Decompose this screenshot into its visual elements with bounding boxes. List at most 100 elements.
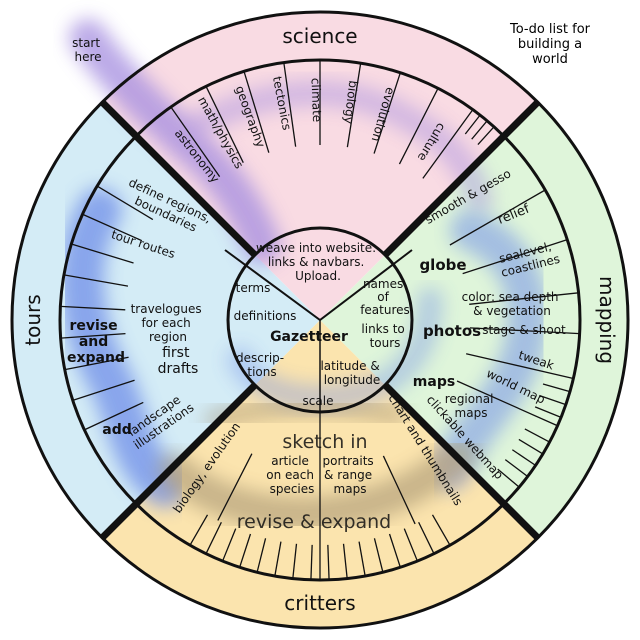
travelogues-label: travelogues for each region <box>131 302 206 344</box>
terms-label: terms <box>236 281 271 295</box>
tours-line <box>60 332 126 339</box>
start-here-label: start here <box>72 36 104 64</box>
mapping-tick <box>511 449 536 466</box>
regional-maps-label: regional maps <box>445 392 497 420</box>
critters-tick <box>342 543 348 579</box>
science-item-climate: climate <box>309 78 325 123</box>
mapping-separator <box>449 189 546 246</box>
purple-progress-path <box>69 19 281 264</box>
tours-line <box>60 305 126 311</box>
latitude-longitude-label: latitude & longitude <box>320 359 383 387</box>
brown-progress-path <box>158 438 477 532</box>
tours-line <box>64 356 129 371</box>
science-tick <box>477 126 495 146</box>
critters-tick <box>221 528 237 562</box>
weave-website-label: weave into website: links & navbars. Upl… <box>256 241 380 283</box>
critters-tick <box>418 521 435 554</box>
science-separator <box>346 63 362 148</box>
critters-tick <box>431 514 451 546</box>
critters-tick <box>256 538 267 573</box>
critters-tick <box>310 544 313 580</box>
mapping-separator <box>456 380 558 427</box>
first-drafts-label: first drafts <box>158 345 199 377</box>
links-tours-label: links to tours <box>361 322 408 350</box>
descriptions-label: descrip- tions <box>236 351 288 379</box>
portraits-maps-label: portraits & range maps <box>322 454 377 496</box>
critters-tick <box>292 543 298 579</box>
sector-divider <box>99 382 258 541</box>
tours-line <box>63 274 129 287</box>
mapping-label: mapping <box>595 276 619 364</box>
sector-divider <box>99 99 258 258</box>
sector-divider <box>382 382 541 541</box>
gazetteer-hub: weave into website: links & navbars. Upl… <box>234 241 410 408</box>
mapping-separator <box>469 327 580 335</box>
tours-line <box>71 243 134 264</box>
science-item-biology: biology <box>341 80 360 125</box>
science-separator <box>283 62 297 147</box>
mapping-separator <box>466 353 574 380</box>
science-separator <box>422 109 474 179</box>
article-species-label: article on each species <box>266 454 318 496</box>
stage-shoot-label: stage & shoot <box>482 323 566 337</box>
scale-label: scale <box>303 394 334 408</box>
revise-expand-label: revise & expand <box>237 511 392 533</box>
critters-tick <box>373 538 384 573</box>
add-label: add <box>102 422 132 438</box>
definitions-label: definitions <box>234 309 297 323</box>
tours-line <box>72 379 135 401</box>
critters-separator <box>217 453 253 521</box>
science-separator <box>170 106 221 178</box>
mapping-separator <box>462 239 568 275</box>
science-tick <box>464 114 481 135</box>
mapping-tick <box>539 394 567 406</box>
critters-label: critters <box>284 591 355 615</box>
critters-tick <box>358 541 366 577</box>
globe-label: globe <box>419 256 466 274</box>
maps-label: maps <box>413 374 455 390</box>
sector-divider <box>382 99 541 258</box>
mapping-tick <box>534 406 562 419</box>
science-label: science <box>282 24 357 48</box>
mapping-tick <box>524 428 550 443</box>
mapping-tick <box>518 438 544 455</box>
tours-line <box>82 213 143 242</box>
critters-tick <box>327 544 330 580</box>
page-title: To-do list for building a world <box>509 22 591 67</box>
mapping-sector <box>320 102 628 538</box>
blue-progress-path-mapping <box>430 210 548 490</box>
sketch-in-label: sketch in <box>282 431 367 453</box>
science-separator <box>205 86 244 163</box>
critters-separator <box>382 455 416 525</box>
mapping-tick <box>504 459 529 477</box>
mapping-separator <box>469 292 579 305</box>
mapping-tick <box>542 383 571 393</box>
blue-progress-path-hub <box>227 287 443 411</box>
tours-revise-expand-label: revise and expand <box>67 318 125 366</box>
critters-tick <box>274 541 282 577</box>
tours-line <box>96 185 154 221</box>
science-separator <box>398 88 439 165</box>
critters-tick <box>205 521 222 554</box>
science-separator <box>243 71 270 153</box>
purple-progress-path-science <box>177 80 493 213</box>
tours-line <box>84 401 144 431</box>
gazetteer-title: Gazetteer <box>270 329 348 345</box>
photos-label: photos <box>423 322 481 340</box>
science-separator <box>373 72 401 154</box>
names-features-label: names of features <box>360 277 410 317</box>
science-tick <box>471 120 488 140</box>
brown-progress-path-upper <box>204 394 406 431</box>
outer-ring <box>10 10 630 630</box>
color-depth-label: color: sea depth & vegetation <box>462 290 563 318</box>
wheel-structure <box>10 10 630 630</box>
blue-progress-path <box>59 188 187 507</box>
tours-label: tours <box>21 294 45 345</box>
critters-tick <box>239 533 252 568</box>
critters-tick <box>189 514 209 546</box>
science-sector <box>102 12 538 320</box>
critters-tick <box>403 528 419 562</box>
critters-tick <box>388 533 401 568</box>
mapping-tick <box>497 468 520 488</box>
